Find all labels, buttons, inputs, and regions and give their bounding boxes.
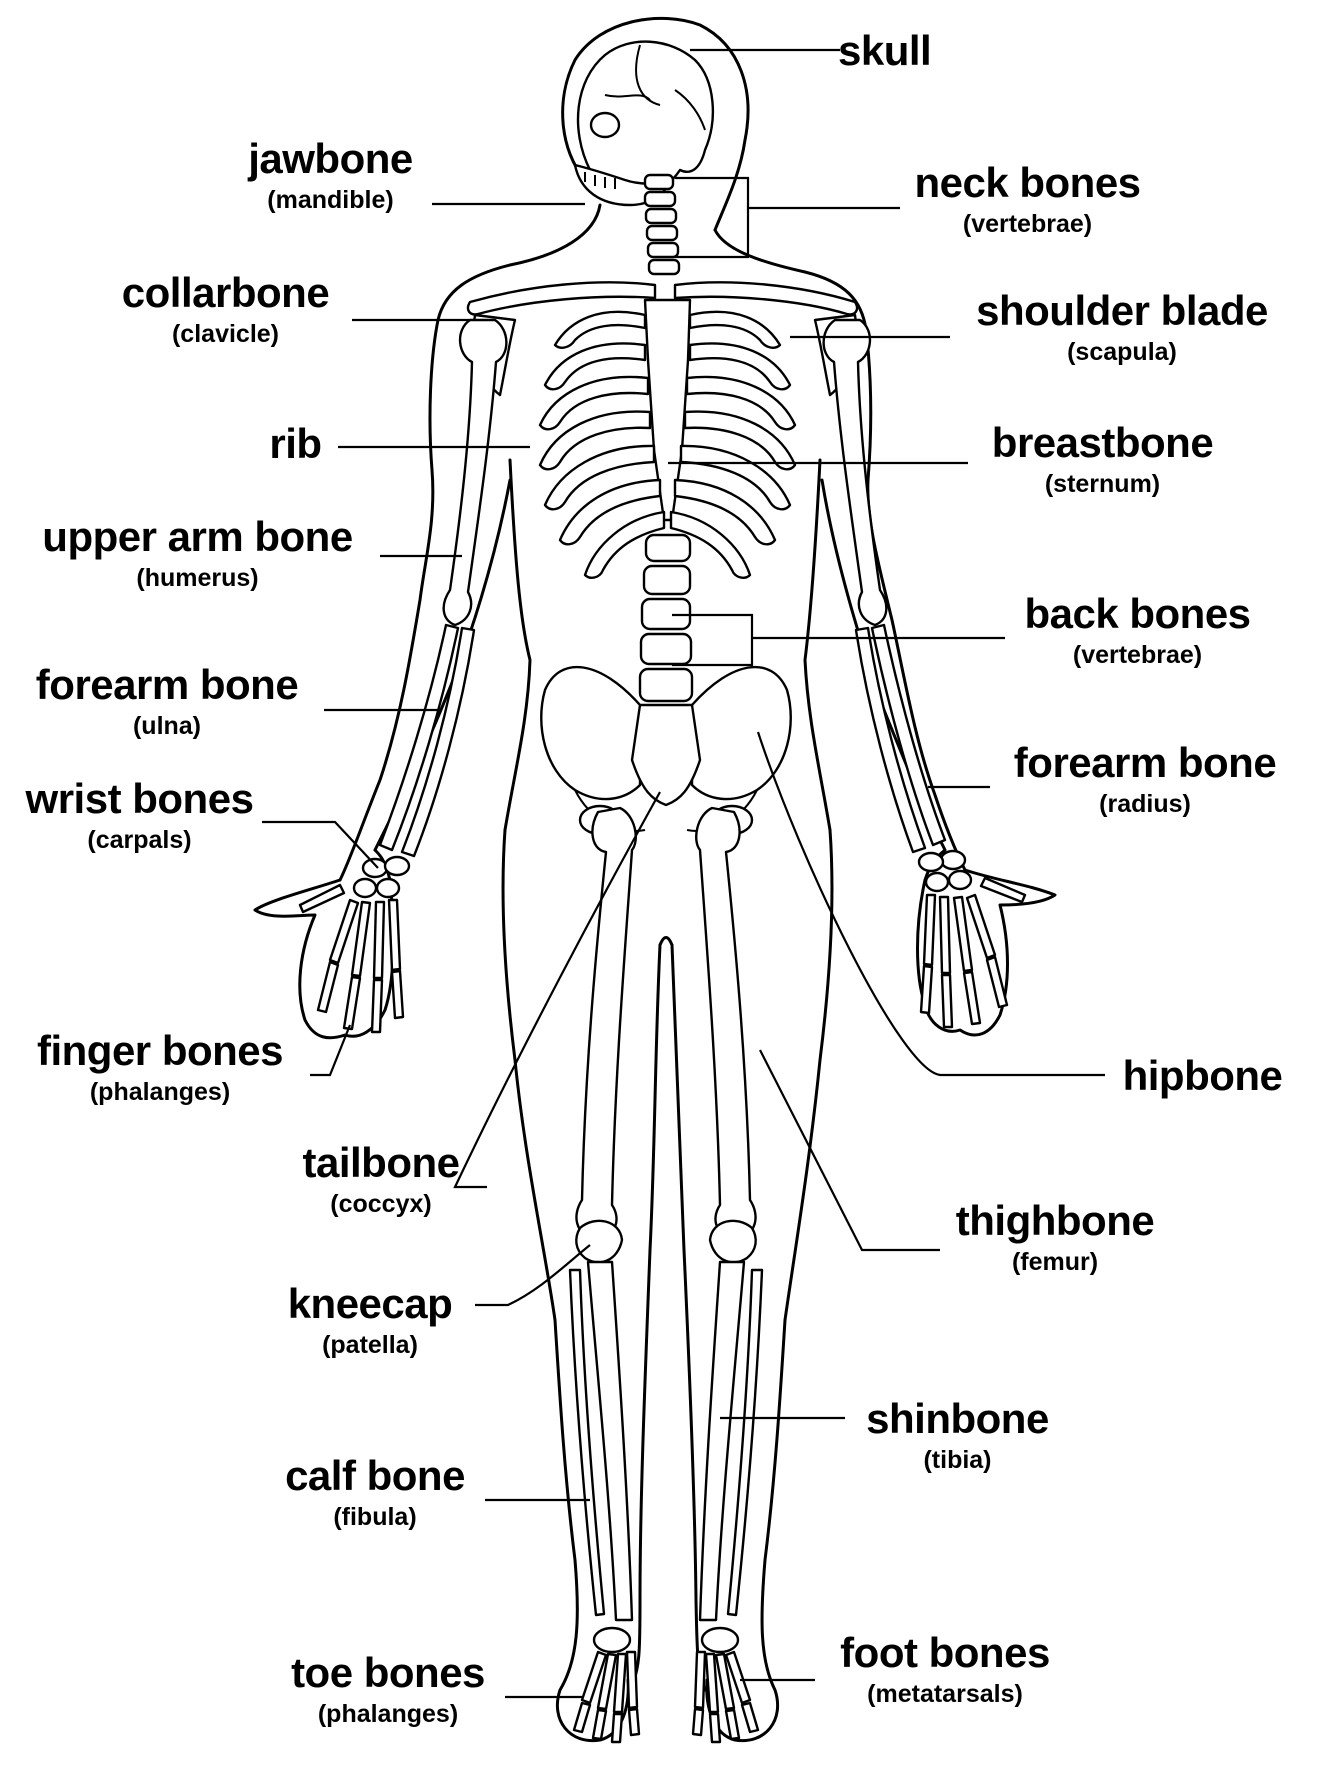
- label-term: jawbone: [228, 138, 433, 180]
- label-collarbone: collarbone (clavicle): [98, 272, 353, 347]
- label-foot-bones: foot bones (metatarsals): [820, 1632, 1070, 1707]
- label-scientific: (phalanges): [10, 1080, 310, 1105]
- label-scientific: (scapula): [952, 340, 1292, 365]
- label-term: breastbone: [975, 422, 1230, 464]
- label-term: collarbone: [98, 272, 353, 314]
- label-term: forearm bone: [990, 742, 1300, 784]
- label-scientific: (femur): [940, 1250, 1170, 1275]
- label-finger-bones: finger bones (phalanges): [10, 1030, 310, 1105]
- label-scientific: (clavicle): [98, 322, 353, 347]
- label-term: shinbone: [850, 1398, 1065, 1440]
- label-term: neck bones: [900, 162, 1155, 204]
- label-scientific: (patella): [265, 1333, 475, 1358]
- label-scientific: (ulna): [12, 714, 322, 739]
- label-term: foot bones: [820, 1632, 1070, 1674]
- label-forearm-bone-radius: forearm bone (radius): [990, 742, 1300, 817]
- label-upper-arm-bone: upper arm bone (humerus): [10, 516, 385, 591]
- label-scientific: (sternum): [975, 472, 1230, 497]
- label-term: wrist bones: [12, 778, 267, 820]
- label-scientific: (humerus): [10, 566, 385, 591]
- label-forearm-bone-ulna: forearm bone (ulna): [12, 664, 322, 739]
- label-jawbone: jawbone (mandible): [228, 138, 433, 213]
- label-breastbone: breastbone (sternum): [975, 422, 1230, 497]
- label-term: shoulder blade: [952, 290, 1292, 332]
- label-term: rib: [258, 423, 333, 465]
- label-term: finger bones: [10, 1030, 310, 1072]
- label-term: skull: [838, 30, 931, 72]
- label-term: kneecap: [265, 1283, 475, 1325]
- label-wrist-bones: wrist bones (carpals): [12, 778, 267, 853]
- label-term: tailbone: [275, 1142, 487, 1184]
- label-scientific: (mandible): [228, 188, 433, 213]
- label-scientific: (carpals): [12, 828, 267, 853]
- label-term: toe bones: [268, 1652, 508, 1694]
- label-neck-bones: neck bones (vertebrae): [900, 162, 1155, 237]
- label-scientific: (phalanges): [268, 1702, 508, 1727]
- label-term: back bones: [1005, 593, 1270, 635]
- label-term: thighbone: [940, 1200, 1170, 1242]
- label-thighbone: thighbone (femur): [940, 1200, 1170, 1275]
- label-toe-bones: toe bones (phalanges): [268, 1652, 508, 1727]
- label-term: upper arm bone: [10, 516, 385, 558]
- label-calf-bone: calf bone (fibula): [265, 1455, 485, 1530]
- label-shinbone: shinbone (tibia): [850, 1398, 1065, 1473]
- label-skull: skull: [838, 30, 931, 72]
- label-term: calf bone: [265, 1455, 485, 1497]
- label-scientific: (vertebrae): [900, 212, 1155, 237]
- label-scientific: (vertebrae): [1005, 643, 1270, 668]
- label-scientific: (fibula): [265, 1505, 485, 1530]
- label-back-bones: back bones (vertebrae): [1005, 593, 1270, 668]
- label-scientific: (tibia): [850, 1448, 1065, 1473]
- label-rib: rib: [258, 423, 333, 465]
- label-scientific: (metatarsals): [820, 1682, 1070, 1707]
- label-shoulder-blade: shoulder blade (scapula): [952, 290, 1292, 365]
- label-term: hipbone: [1105, 1055, 1300, 1097]
- label-tailbone: tailbone (coccyx): [275, 1142, 487, 1217]
- label-hipbone: hipbone: [1105, 1055, 1300, 1097]
- leader-neck-bones: [675, 178, 900, 257]
- label-kneecap: kneecap (patella): [265, 1283, 475, 1358]
- leader-thighbone: [760, 1050, 940, 1250]
- label-scientific: (coccyx): [275, 1192, 487, 1217]
- leader-back-bones: [672, 615, 1005, 665]
- label-term: forearm bone: [12, 664, 322, 706]
- label-scientific: (radius): [990, 792, 1300, 817]
